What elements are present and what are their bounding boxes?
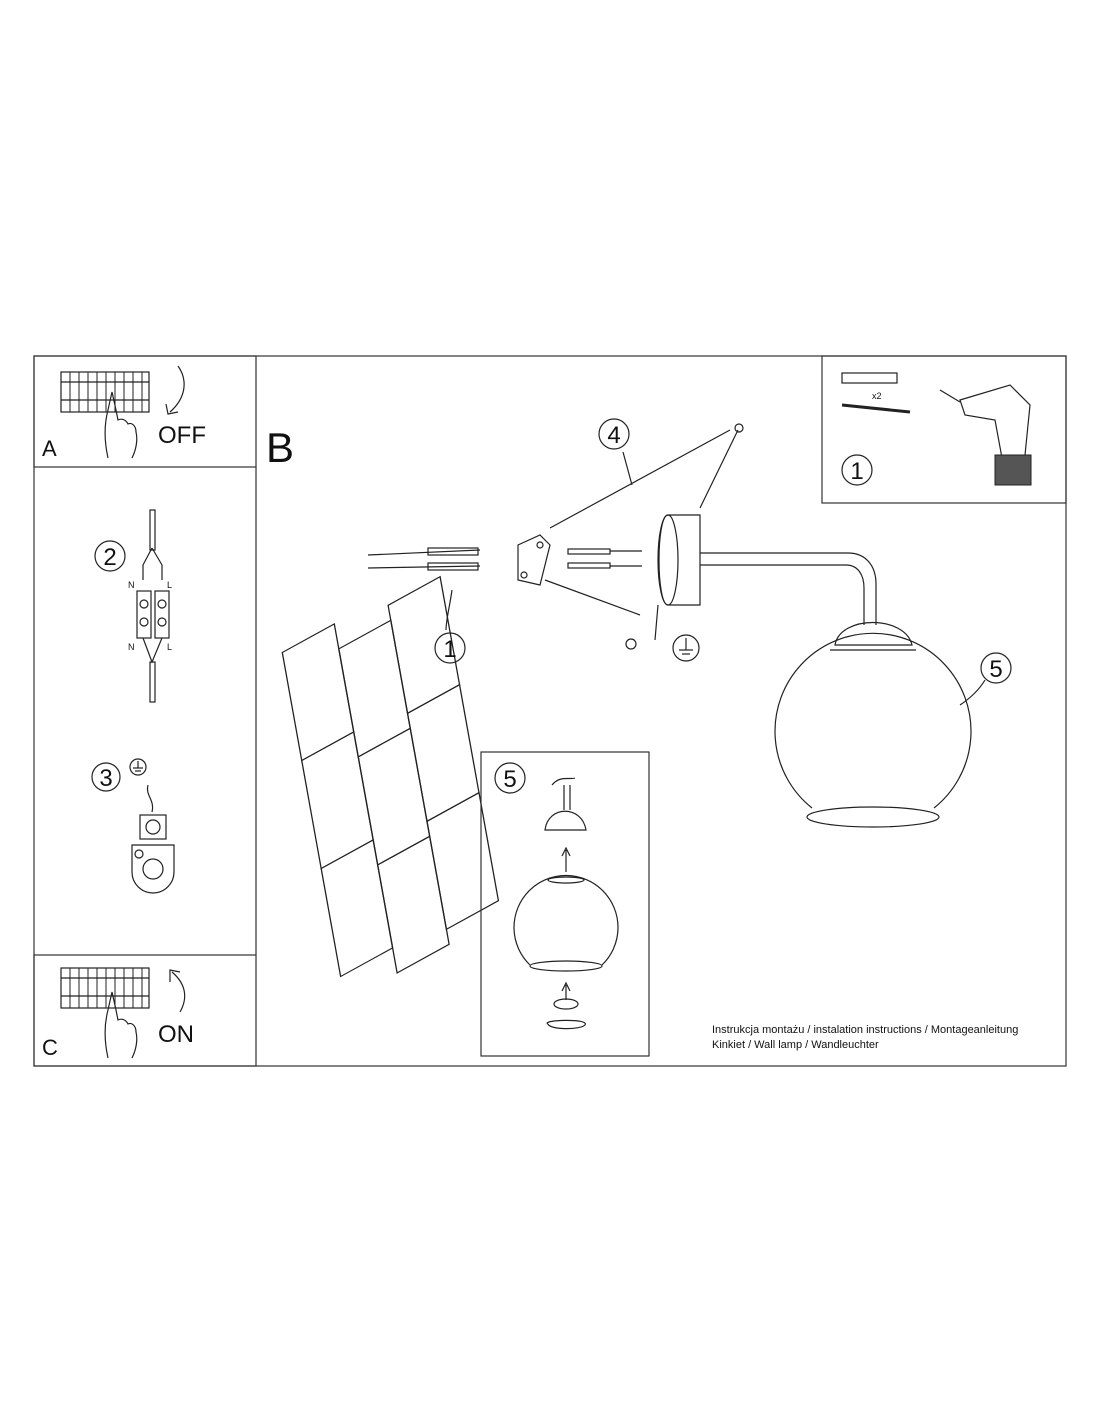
step-3-number: 3 bbox=[99, 765, 112, 792]
step-1-tools-number: 1 bbox=[850, 458, 863, 485]
terminal-block bbox=[136, 590, 152, 639]
dowel-icon bbox=[841, 372, 898, 384]
step-4-number: 4 bbox=[607, 422, 620, 449]
screw-icon bbox=[841, 403, 911, 414]
on-label: ON bbox=[158, 1021, 194, 1048]
step-2-wiring: 2 N L N L bbox=[94, 509, 172, 703]
panel-b-letter: B bbox=[266, 424, 294, 471]
panel-5-shade-assembly: 5 bbox=[480, 751, 650, 1057]
neutral-label-top: N bbox=[128, 580, 135, 590]
step-5-inset-number: 5 bbox=[503, 766, 516, 793]
off-label: OFF bbox=[158, 422, 206, 449]
circuit-breaker-icon bbox=[60, 371, 150, 413]
step-5-main-number: 5 bbox=[989, 656, 1002, 683]
drill-icon bbox=[939, 384, 1032, 486]
panel-1-tools: x2 1 bbox=[821, 355, 1067, 504]
neutral-label-bottom: N bbox=[128, 642, 135, 652]
step-2-number: 2 bbox=[103, 544, 116, 571]
ground-symbol-icon bbox=[672, 634, 700, 662]
quantity-label: x2 bbox=[872, 391, 882, 401]
instructions-title: Instrukcja montażu / instalation instruc… bbox=[712, 1024, 1018, 1036]
live-label-bottom: L bbox=[167, 642, 172, 652]
panel-c-power-on: C ON bbox=[33, 954, 257, 1067]
step-3-grounding: 3 bbox=[91, 758, 175, 894]
rotate-icon bbox=[546, 1019, 586, 1030]
panel-c-letter: C bbox=[42, 1035, 58, 1060]
ground-symbol-icon bbox=[129, 758, 147, 776]
arrow-down-icon bbox=[165, 365, 185, 415]
product-type: Kinkiet / Wall lamp / Wandleuchter bbox=[712, 1039, 879, 1051]
panel-a-letter: A bbox=[42, 436, 57, 461]
wall-tiles bbox=[281, 575, 500, 978]
circuit-breaker-icon bbox=[60, 967, 150, 1009]
arrow-up-icon bbox=[169, 969, 186, 1013]
live-label-top: L bbox=[167, 580, 172, 590]
dowels-and-screws bbox=[367, 534, 642, 586]
wall-lamp bbox=[654, 514, 972, 828]
hand-icon bbox=[104, 391, 138, 459]
outer-frame bbox=[33, 355, 1067, 1067]
hand-icon bbox=[104, 991, 138, 1059]
panel-a-power-off: A OFF bbox=[33, 355, 257, 468]
step-1-dowel-number: 1 bbox=[443, 636, 456, 663]
